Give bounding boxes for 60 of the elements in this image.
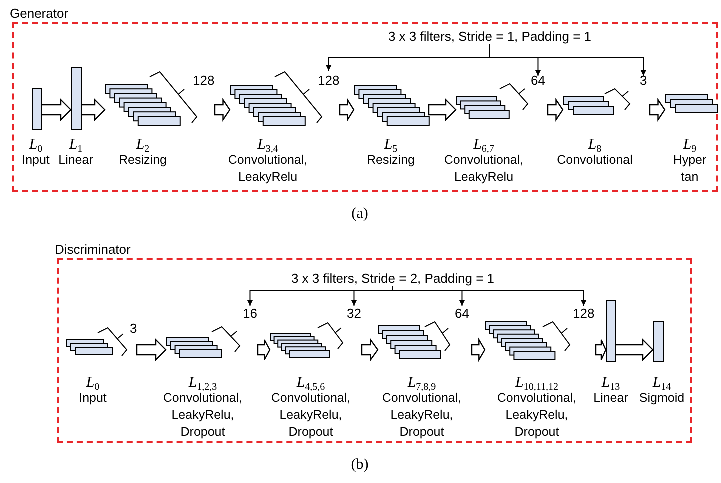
layer-symbol: L$_{10,11,12}$	[516, 376, 558, 391]
block-arrow	[339, 98, 355, 122]
layer-caption: Convolutional	[557, 152, 633, 169]
annotation-text: 3 x 3 filters, Stride = 1, Padding = 1	[388, 29, 592, 44]
channel-count: 3	[640, 73, 648, 88]
layer-symbol: L$_{0}$	[29, 138, 43, 153]
layer-caption: Convolutional, LeakyRelu	[444, 153, 524, 186]
layer-caption: Resizing	[367, 152, 415, 169]
group-title: Discriminator	[55, 242, 131, 257]
block-arrow	[471, 338, 486, 362]
layer-symbol: L$_{1}$	[69, 138, 83, 153]
layer-caption: Convolutional, LeakyRelu, Dropout	[163, 391, 243, 441]
channel-count: 3	[130, 321, 138, 336]
block-arrow	[214, 98, 231, 122]
block-arrow	[428, 98, 457, 122]
layer-symbol: L$_{7,8,9}$	[408, 376, 436, 391]
arrow	[490, 44, 647, 76]
channel-count: 16	[243, 306, 258, 321]
layer-caption: Convolutional, LeakyRelu, Dropout	[271, 391, 351, 441]
layer-symbol: L$_{14}$	[652, 376, 672, 391]
block-arrow	[40, 98, 72, 122]
layer-caption: Linear	[594, 390, 628, 407]
layer-caption: Hyper tan	[673, 152, 707, 186]
layer-symbol: L$_{6,7}$	[474, 138, 494, 153]
layer-caption: Convolutional, LeakyRelu, Dropout	[497, 391, 577, 441]
block-arrow	[547, 98, 564, 122]
layer-caption: Resizing	[119, 152, 167, 169]
panel-label: (b)	[351, 457, 369, 474]
layer-caption: Convolutional, LeakyRelu	[228, 153, 308, 186]
block-arrow	[614, 338, 654, 362]
channel-count: 64	[455, 306, 470, 321]
layer-symbol: L$_{0}$	[86, 376, 100, 391]
layer-symbol: L$_{3,4}$	[258, 138, 278, 153]
block-arrow	[257, 339, 271, 361]
layer-caption: Input	[22, 152, 50, 169]
channel-count: 32	[347, 306, 362, 321]
channel-count: 64	[531, 73, 546, 88]
block-arrow	[595, 339, 607, 361]
layer-symbol: L$_{8}$	[588, 138, 602, 153]
layer-caption: Convolutional, LeakyRelu, Dropout	[382, 391, 462, 441]
group-title: Generator	[10, 6, 69, 21]
channel-count: 128	[573, 306, 595, 321]
channel-count: 128	[193, 73, 215, 88]
layer-symbol: L$_{5}$	[384, 138, 398, 153]
layer-caption: Linear	[58, 152, 94, 169]
block-arrow	[649, 98, 666, 122]
layer-symbol: L$_{13}$	[602, 376, 620, 391]
panel-label: (a)	[352, 206, 368, 223]
layer-symbol: L$_{2}$	[136, 138, 150, 153]
annotation-text: 3 x 3 filters, Stride = 2, Padding = 1	[291, 271, 495, 286]
layer-caption: Input	[79, 390, 107, 407]
block-arrow	[136, 338, 167, 362]
layer-symbol: L$_{1,2,3}$	[188, 376, 218, 391]
block-arrow	[361, 338, 379, 362]
layer-symbol: L$_{9}$	[683, 138, 697, 153]
block-arrow	[80, 98, 106, 122]
channel-count: 128	[318, 73, 340, 88]
layer-caption: Sigmoid	[639, 390, 685, 407]
arrow	[392, 286, 587, 306]
layer-symbol: L$_{4,5,6}$	[296, 376, 326, 391]
